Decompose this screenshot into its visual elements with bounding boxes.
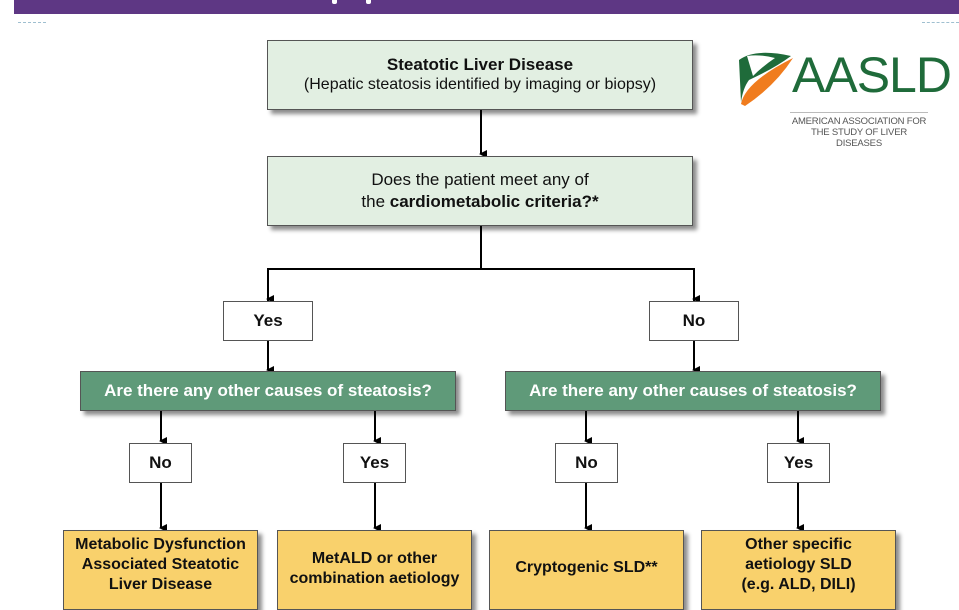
question1-prefix: the xyxy=(361,192,390,211)
other-causes-question-right: Are there any other causes of steatosis? xyxy=(505,371,881,411)
leaf-label-no-left: No xyxy=(129,443,192,483)
outcome-masld: Metabolic Dysfunction Associated Steatot… xyxy=(63,530,258,610)
leaf-label-yes-left: Yes xyxy=(343,443,406,483)
root-box: Steatotic Liver Disease (Hepatic steatos… xyxy=(267,40,693,110)
banner-text-fragment xyxy=(366,0,371,4)
outcome-line: (e.g. ALD, DILI) xyxy=(741,576,856,593)
header-banner xyxy=(14,0,959,14)
aasld-logo-mark-icon xyxy=(739,52,793,106)
divider-left xyxy=(18,22,46,24)
banner-text-fragment xyxy=(332,0,337,4)
outcome-other-specific: Other specific aetiology SLD (e.g. ALD, … xyxy=(701,530,896,610)
question1-line1: Does the patient meet any of xyxy=(371,170,589,189)
yes-branch-label: Yes xyxy=(223,301,313,341)
other-causes-question-left: Are there any other causes of steatosis? xyxy=(80,371,456,411)
outcome-metald: MetALD or other combination aetiology xyxy=(277,530,472,610)
root-subtitle: (Hepatic steatosis identified by imaging… xyxy=(303,76,657,93)
outcome-line: Cryptogenic SLD** xyxy=(515,559,658,576)
logo-subtitle-line1: AMERICAN ASSOCIATION FOR xyxy=(791,116,927,127)
outcome-line: Metabolic Dysfunction xyxy=(75,536,246,553)
leaf-label-no-right: No xyxy=(555,443,618,483)
outcome-line: combination aetiology xyxy=(289,570,460,587)
divider-right xyxy=(922,22,959,24)
connector-lines xyxy=(159,110,804,532)
line-split xyxy=(267,268,695,301)
aasld-logo: AASLD AMERICAN ASSOCIATION FOR THE STUDY… xyxy=(735,44,952,149)
outcome-cryptogenic: Cryptogenic SLD** xyxy=(489,530,684,610)
outcome-line: Associated Steatotic xyxy=(81,556,240,573)
question1-bold: cardiometabolic criteria?* xyxy=(389,192,599,211)
cardiometabolic-question-box: Does the patient meet any of the cardiom… xyxy=(267,156,693,226)
leaf-label-yes-right: Yes xyxy=(767,443,830,483)
aasld-logo-subtitle: AMERICAN ASSOCIATION FOR THE STUDY OF LI… xyxy=(789,116,929,149)
no-branch-label: No xyxy=(649,301,739,341)
aasld-logo-text: AASLD xyxy=(792,47,952,103)
logo-divider xyxy=(790,112,928,113)
outcome-line: aetiology SLD xyxy=(745,556,852,573)
outcome-line: Liver Disease xyxy=(108,576,213,593)
logo-subtitle-line2: THE STUDY OF LIVER DISEASES xyxy=(811,127,907,149)
root-title: Steatotic Liver Disease xyxy=(386,55,574,74)
question1-line2: the cardiometabolic criteria?* xyxy=(361,191,598,213)
outcome-line: MetALD or other xyxy=(311,550,438,567)
outcome-line: Other specific xyxy=(745,536,852,553)
